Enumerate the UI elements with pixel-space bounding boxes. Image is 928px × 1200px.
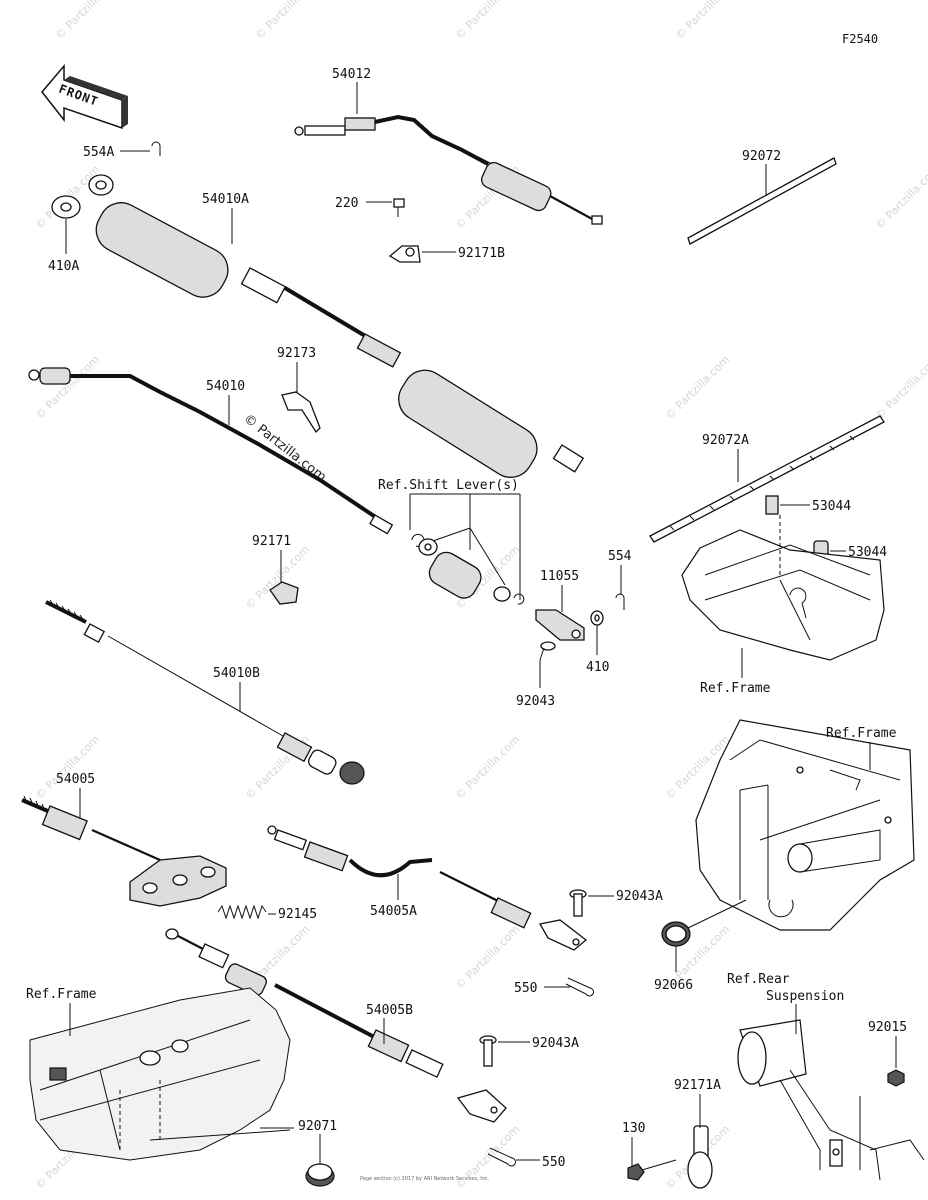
label-54005A: 54005A [370, 904, 417, 919]
grommet-92066[interactable] [661, 921, 691, 947]
shift-lever-parts[interactable] [411, 533, 525, 605]
clip-53044-a[interactable] [765, 495, 779, 515]
label-92072A: 92072A [702, 433, 749, 448]
label-92145: 92145 [278, 907, 317, 922]
pin-92043A-upper[interactable] [569, 889, 587, 917]
label-410A: 410A [48, 259, 79, 274]
label-92171A: 92171A [674, 1078, 721, 1093]
cable-54005A[interactable] [267, 825, 588, 951]
label-92171B: 92171B [458, 246, 505, 261]
label-54010A: 54010A [202, 192, 249, 207]
watermark-tile: © Partzilla.com [873, 163, 928, 232]
cable-54010A[interactable] [88, 174, 585, 486]
label-54012: 54012 [332, 67, 371, 82]
watermark-tile: © Partzilla.com [453, 923, 522, 992]
ref-shift-lever: Ref.Shift Lever(s) [378, 478, 519, 493]
label-92043A-upper: 92043A [616, 889, 663, 904]
label-550-lower: 550 [542, 1155, 565, 1170]
washer-410[interactable] [590, 610, 604, 626]
cotter-550-upper[interactable] [565, 977, 594, 997]
clamp-92171A[interactable] [687, 1125, 713, 1189]
label-92171: 92171 [252, 534, 291, 549]
grommet-92071[interactable] [305, 1163, 335, 1187]
watermark-tile: © Partzilla.com [873, 353, 928, 422]
label-54010: 54010 [206, 379, 245, 394]
label-54005: 54005 [56, 772, 95, 787]
label-130: 130 [622, 1121, 645, 1136]
watermark-tile: © Partzilla.com [453, 0, 522, 42]
label-554: 554 [608, 549, 632, 564]
label-550-upper: 550 [514, 981, 537, 996]
label-554A: 554A [83, 145, 114, 160]
label-53044-b: 53044 [848, 545, 887, 560]
strap-92072A[interactable] [649, 415, 885, 543]
label-92043A-lower: 92043A [532, 1036, 579, 1051]
label-92043: 92043 [516, 694, 555, 709]
watermark-tile: © Partzilla.com [243, 543, 312, 612]
frame-section-lower [29, 987, 291, 1161]
watermark-tile: © Partzilla.com [33, 353, 102, 422]
cable-54005B[interactable] [165, 928, 507, 1123]
watermark-tile: © Partzilla.com [663, 353, 732, 422]
cable-54012[interactable] [294, 114, 603, 225]
label-92015: 92015 [868, 1020, 907, 1035]
label-53044-a: 53044 [812, 499, 851, 514]
nut-92015[interactable] [887, 1069, 905, 1087]
figure-code: F2540 [842, 32, 878, 46]
ref-frame-3: Ref.Frame [26, 987, 97, 1002]
watermark-tile: © Partzilla.com [453, 733, 522, 802]
spring-92145[interactable] [217, 904, 267, 920]
watermark-tile: © Partzilla.com [673, 0, 742, 42]
cable-54005[interactable] [21, 795, 227, 907]
label-54005B: 54005B [366, 1003, 413, 1018]
footer-copyright: Page section (c) 2017 by ARI Network Ser… [360, 1176, 490, 1182]
label-92071: 92071 [298, 1119, 337, 1134]
ref-frame-2: Ref.Frame [826, 726, 897, 741]
label-11055: 11055 [540, 569, 579, 584]
watermark-tile: © Partzilla.com [33, 733, 102, 802]
label-92066: 92066 [654, 978, 693, 993]
watermark-tile: © Partzilla.com [53, 0, 122, 42]
ref-rear-line1: Ref.Rear [727, 972, 790, 987]
ref-rear-line2: Suspension [766, 989, 844, 1004]
pin-92043A-lower[interactable] [479, 1035, 497, 1067]
label-220: 220 [335, 196, 358, 211]
clamp-92171B[interactable] [388, 245, 421, 263]
ref-frame-1: Ref.Frame [700, 681, 771, 696]
label-92072: 92072 [742, 149, 781, 164]
front-arrow-icon: FRONT [41, 63, 128, 130]
clip-554[interactable] [615, 593, 625, 610]
pin-92043[interactable] [539, 641, 556, 661]
bracket-11055[interactable] [535, 609, 585, 641]
label-92173: 92173 [277, 346, 316, 361]
frame-section-right [695, 719, 915, 931]
watermark-tile: © Partzilla.com [253, 0, 322, 42]
cable-54010B[interactable] [45, 599, 365, 785]
frame-section-upper [681, 515, 885, 661]
screw-220[interactable] [393, 198, 405, 217]
clip-554A[interactable] [151, 141, 161, 156]
washer-410A[interactable] [51, 195, 81, 219]
clamp-92171[interactable] [269, 581, 299, 605]
strap-92072[interactable] [687, 157, 837, 245]
label-410: 410 [586, 660, 609, 675]
cable-54010[interactable] [28, 367, 394, 535]
cotter-550-lower[interactable] [487, 1147, 516, 1167]
rear-suspension-section [737, 1019, 925, 1181]
label-54010B: 54010B [213, 666, 260, 681]
bolt-130[interactable] [627, 1159, 677, 1181]
clip-92173[interactable] [281, 391, 321, 434]
